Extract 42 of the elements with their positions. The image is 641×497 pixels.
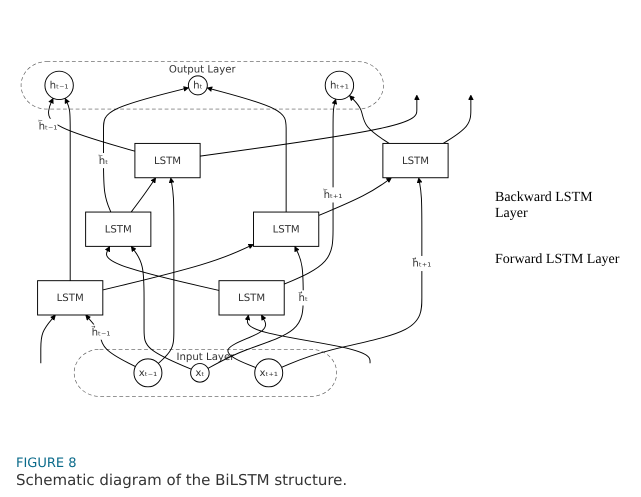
arrow bbox=[200, 94, 420, 157]
arrow bbox=[48, 98, 136, 152]
node-circle: xₜ₊₁ bbox=[254, 358, 284, 388]
arrow bbox=[130, 178, 156, 213]
node-circle: xₜ₋₁ bbox=[133, 358, 162, 388]
arrow bbox=[104, 246, 220, 291]
figure-caption: Schematic diagram of the BiLSTM structure. bbox=[16, 471, 348, 489]
node-box: LSTM bbox=[253, 212, 320, 247]
arrow bbox=[281, 178, 422, 368]
arrow bbox=[102, 244, 254, 290]
layer-label: Backward LSTM Layer bbox=[495, 190, 594, 222]
layer-label: Forward LSTM Layer bbox=[495, 252, 620, 268]
node-box: LSTM bbox=[85, 212, 152, 247]
edge-label: h⃖ₜ₊₁ bbox=[324, 188, 342, 201]
node-box: LSTM bbox=[382, 142, 449, 178]
arrow bbox=[227, 314, 266, 368]
edge-label: h⃗ₜ bbox=[298, 291, 308, 304]
node-box: LSTM bbox=[37, 280, 104, 316]
arrow bbox=[130, 246, 192, 370]
node-box: LSTM bbox=[218, 280, 285, 316]
edge-label: h⃖ₜ bbox=[98, 154, 108, 166]
arrow bbox=[318, 177, 392, 216]
arrow bbox=[244, 314, 371, 364]
figure-number: FIGURE 8 bbox=[16, 456, 78, 471]
node-box: LSTM bbox=[134, 142, 201, 178]
node-circle: hₜ₋₁ bbox=[44, 70, 74, 100]
arrow bbox=[40, 314, 56, 364]
arrow bbox=[208, 246, 304, 369]
arrow bbox=[158, 178, 174, 364]
arrow bbox=[103, 86, 189, 213]
edge-label: h⃖ₜ₋₁ bbox=[38, 120, 58, 132]
arrow bbox=[85, 314, 136, 368]
node-circle: xₜ bbox=[190, 363, 210, 383]
arrow bbox=[64, 98, 71, 282]
arrow bbox=[442, 94, 474, 144]
node-circle: hₜ₊₁ bbox=[324, 70, 354, 100]
arrow bbox=[206, 86, 287, 213]
edge-label: h⃗ₜ₊₁ bbox=[412, 257, 432, 270]
edge-label: h⃗ₜ₋₁ bbox=[92, 326, 110, 338]
arrow bbox=[284, 98, 338, 285]
arrow bbox=[349, 95, 390, 144]
node-circle: hₜ bbox=[188, 75, 208, 96]
